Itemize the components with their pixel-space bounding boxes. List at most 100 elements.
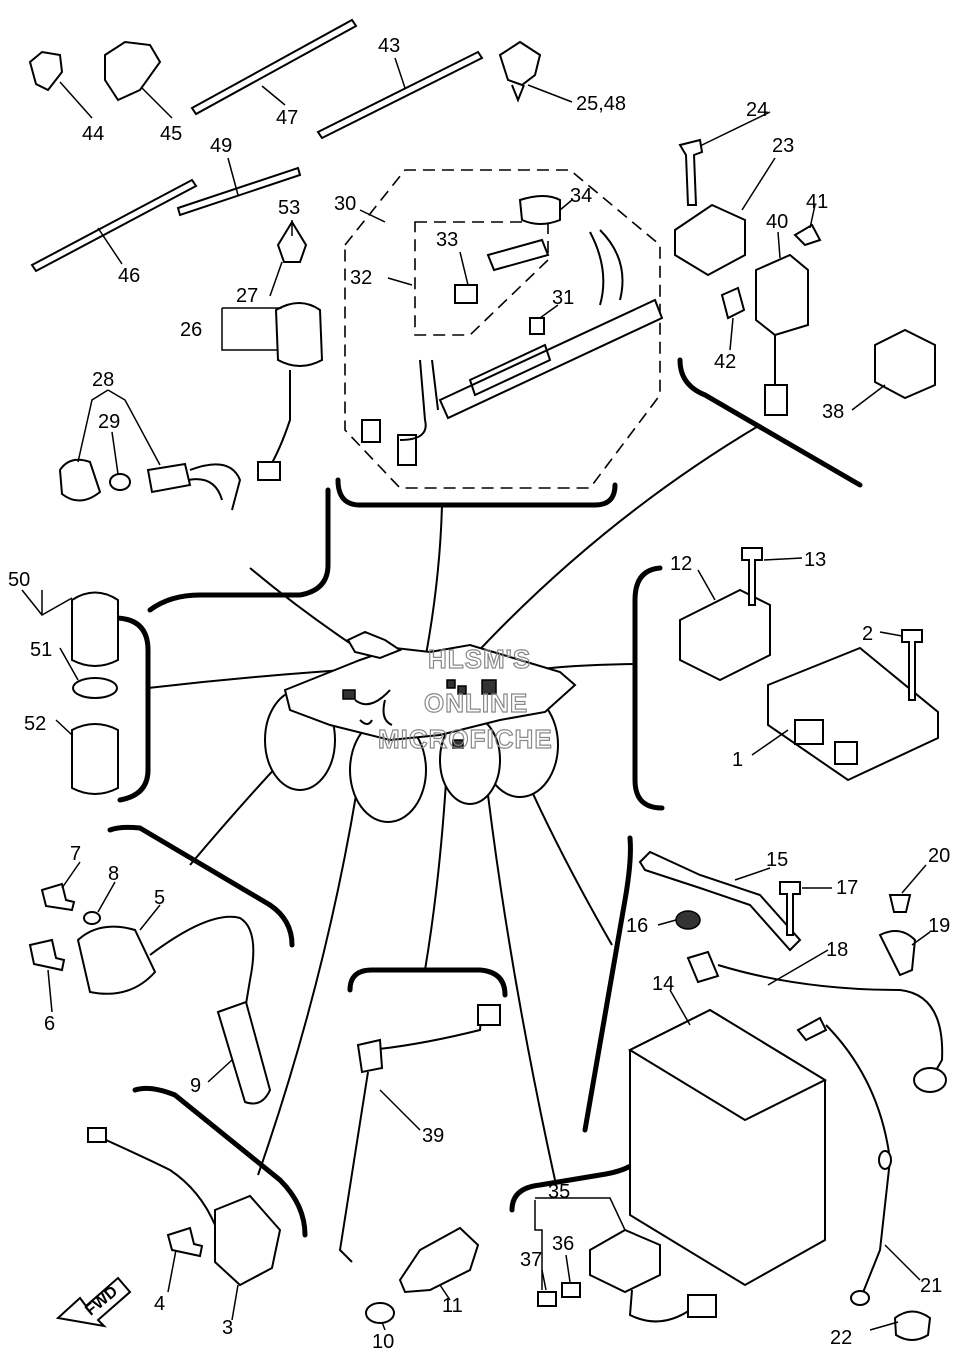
leader-33 (459, 251, 469, 286)
terminal-21-icon (796, 1016, 828, 1042)
bulb-29-icon (109, 473, 131, 491)
callout-13: 13 (804, 549, 826, 571)
atv-harness-sketch (354, 689, 393, 726)
leader-32 (387, 277, 413, 286)
leader-42 (729, 317, 734, 351)
cable-tie-49-icon (176, 166, 302, 217)
leader-15 (734, 867, 771, 881)
starter-relay-23-icon (674, 203, 746, 277)
callout-32: 32 (350, 267, 372, 289)
bolt-2-icon (901, 629, 923, 701)
callout-45: 45 (160, 123, 182, 145)
leader-38 (851, 384, 886, 411)
callout-33: 33 (436, 229, 458, 251)
fwd-arrow-icon (55, 1276, 132, 1328)
terminal-18-icon (686, 950, 720, 984)
pickup-connector-icon (87, 1127, 107, 1143)
callout-36: 36 (552, 1233, 574, 1255)
cable-tie-47-icon (190, 18, 358, 116)
leader-5 (139, 904, 161, 931)
leader-49 (227, 157, 239, 196)
washer-8-icon (83, 911, 101, 925)
watermark: HLSM'S ONLINE MICROFICHE (377, 643, 552, 754)
leader-1 (751, 729, 789, 756)
leader-20 (901, 864, 927, 894)
bolt-6-icon (28, 938, 66, 972)
leader-18 (767, 949, 829, 986)
connector-relay (469, 424, 761, 661)
leader-46 (97, 227, 123, 265)
connector-lamp (249, 567, 361, 651)
callout-52: 52 (24, 713, 46, 735)
battery-top-icon (627, 1008, 828, 1122)
bolt-24-icon (678, 138, 704, 206)
leader-12 (697, 569, 716, 601)
fuse-37-icon (537, 1291, 557, 1307)
callout-37: 37 (520, 1249, 542, 1271)
leader-11 (439, 1284, 451, 1301)
clamp-25-48-icon (498, 40, 542, 103)
parts: FWD (28, 18, 947, 1341)
callout-50: 50 (8, 569, 30, 591)
neutral-switch-lead (369, 1009, 483, 1051)
lamp-socket-icon (146, 462, 192, 494)
leader-25 (527, 84, 573, 103)
leader-7 (61, 861, 81, 889)
callout-19: 19 (928, 915, 950, 937)
leader-24 (699, 111, 771, 147)
callout-1: 1 (732, 749, 743, 771)
relay-40-icon (755, 253, 809, 337)
frame-harness (335, 477, 618, 508)
callout-14: 14 (652, 973, 674, 995)
callout-49: 49 (210, 135, 232, 157)
watermark-line-1: HLSM'S (428, 644, 531, 674)
cdi-unit-1-icon (767, 646, 939, 782)
atv-part-marker-d (457, 685, 467, 695)
callout-53: 53 (278, 197, 300, 219)
leader-41 (809, 204, 816, 229)
leader-44 (59, 81, 93, 119)
callout-42: 42 (714, 351, 736, 373)
callout-2: 2 (862, 623, 873, 645)
callout-43: 43 (378, 35, 400, 57)
leader-lines (21, 57, 931, 1331)
callout-41: 41 (806, 191, 828, 213)
frame-battery (582, 835, 633, 1133)
atv-handlebar (346, 630, 403, 660)
callout-40: 40 (766, 211, 788, 233)
nut-51-icon (72, 677, 118, 699)
callout-10: 10 (372, 1331, 394, 1353)
bolt-17-icon (779, 881, 801, 936)
leader-2 (879, 631, 903, 637)
callout-28: 28 (92, 369, 114, 391)
leader-10 (381, 1321, 386, 1331)
cdi-connector-a (794, 719, 824, 745)
leader-23 (741, 157, 776, 211)
frame-cdi (632, 565, 665, 811)
frame-ignition-coil (107, 824, 295, 948)
callout-5: 5 (154, 887, 165, 909)
frame-pickup (132, 1085, 308, 1238)
callout-21: 21 (920, 1275, 942, 1297)
leader-39 (379, 1089, 421, 1131)
clip-20-icon (888, 894, 912, 913)
leader-37 (541, 1269, 547, 1291)
callout-18: 18 (826, 939, 848, 961)
clamp-44-icon (28, 50, 64, 92)
neutral-switch-connector (477, 1004, 501, 1026)
leader-43 (394, 57, 406, 89)
leader-35 (534, 1197, 626, 1290)
callout-26: 26 (180, 319, 202, 341)
leader-6 (47, 969, 53, 1013)
callout-22: 22 (830, 1327, 852, 1349)
atv-part-marker-a (342, 689, 356, 700)
ignition-coil-lead (149, 915, 255, 1011)
callout-11: 11 (442, 1295, 463, 1317)
connector-harness (424, 504, 443, 661)
cdi-connector-b (834, 741, 858, 765)
pickup-coil-3-icon (214, 1194, 282, 1287)
main-switch-26-wire (267, 370, 291, 471)
relay-40-connector (764, 384, 788, 416)
callout-7: 7 (70, 843, 81, 865)
